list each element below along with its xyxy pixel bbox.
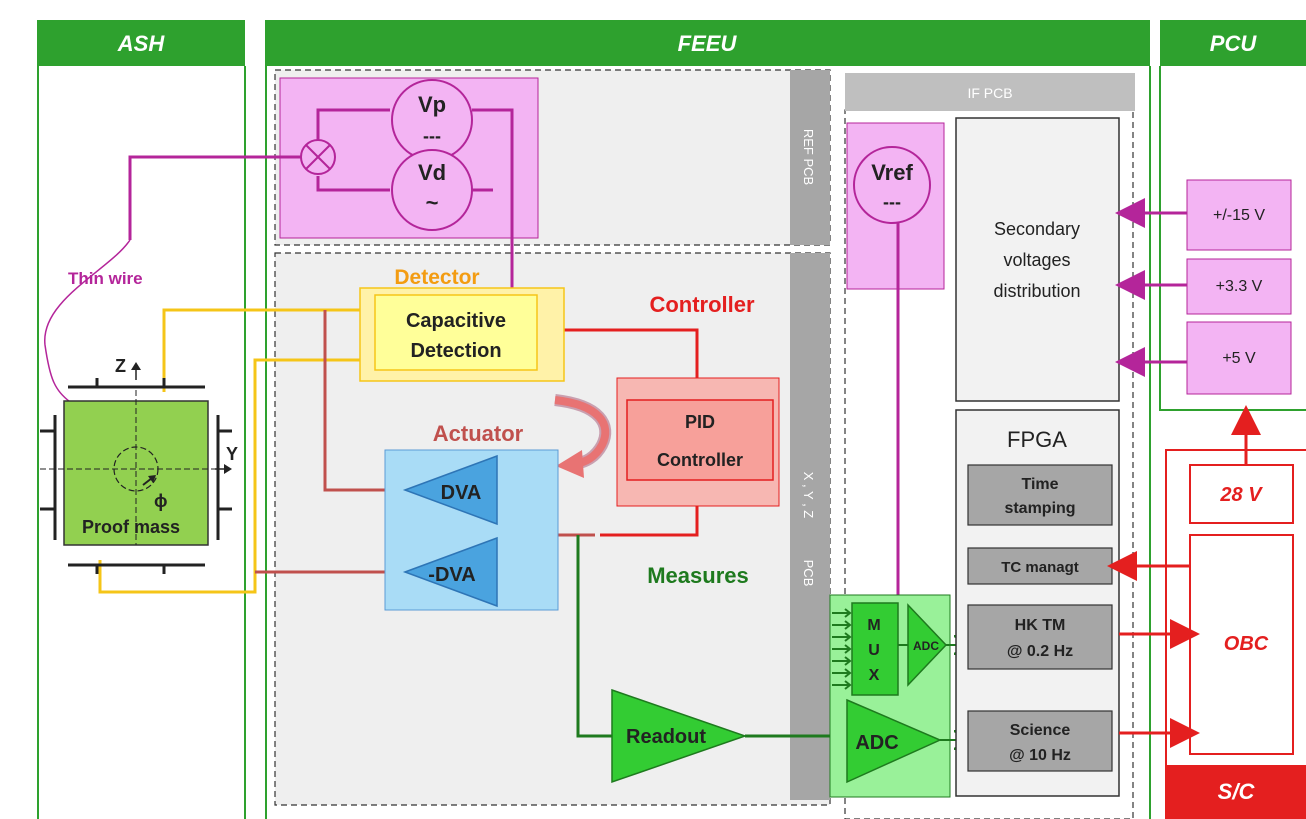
feedback-arrow	[554, 394, 612, 478]
controller-label: Controller	[649, 292, 755, 317]
secondary-line3: distribution	[993, 281, 1080, 301]
adc-small-label: ADC	[913, 639, 939, 653]
adc-mux-area: M U X ADC ADC	[829, 594, 966, 798]
sc-label: S/C	[1218, 779, 1256, 804]
vp-sub-label: ---	[423, 126, 441, 146]
v15-label: +/-15 V	[1213, 207, 1265, 224]
secondary-line2: voltages	[1003, 250, 1070, 270]
time-line1: Time	[1021, 476, 1058, 493]
readout-label: Readout	[626, 726, 706, 748]
dva-label: DVA	[441, 482, 482, 504]
if-pcb-label: IF PCB	[967, 85, 1012, 101]
vp-source: Vp ---	[391, 79, 473, 161]
ash-header: ASH	[117, 31, 166, 56]
controller-block: Controller PID Controller	[616, 292, 780, 507]
pcu-voltage-blocks: +/-15 V +3.3 V +5 V	[1186, 179, 1292, 395]
axis-z-label: Z	[115, 356, 126, 376]
vref-label: Vref	[871, 160, 913, 185]
fpga-label: FPGA	[1007, 427, 1067, 452]
ref-pcb-label: REF PCB	[801, 129, 816, 185]
pcu-header: PCU	[1210, 31, 1258, 56]
feeu-header: FEEU	[678, 31, 738, 56]
mux-u-label: U	[868, 642, 880, 659]
time-line2: stamping	[1004, 500, 1075, 517]
science-line2: @ 10 Hz	[1009, 747, 1071, 764]
vd-label: Vd	[418, 160, 446, 185]
pid-line2: Controller	[657, 450, 743, 470]
science-line1: Science	[1010, 722, 1071, 739]
v33-label: +3.3 V	[1216, 278, 1263, 295]
thin-wire-label: Thin wire	[68, 269, 143, 288]
ref-pcb-region: REF PCB	[274, 69, 831, 246]
tc-label: TC managt	[1001, 559, 1079, 576]
adc-large-label: ADC	[855, 732, 898, 754]
detector-block: Detector Capacitive Detection	[359, 266, 565, 382]
secondary-voltages-block: Secondary voltages distribution	[955, 117, 1120, 402]
axis-phi-label: ϕ	[154, 491, 168, 511]
actuator-block: Actuator DVA -DVA	[384, 421, 559, 611]
proof-mass-label: Proof mass	[82, 517, 180, 537]
vref-source: Vref ---	[853, 146, 931, 224]
neg-dva-label: -DVA	[428, 564, 475, 586]
v5-label: +5 V	[1222, 350, 1256, 367]
actuator-label: Actuator	[433, 421, 524, 446]
detection-wiring	[98, 308, 375, 594]
readout-amplifier: Readout	[611, 688, 748, 784]
detector-label: Detector	[394, 266, 479, 289]
mux-m-label: M	[867, 617, 880, 634]
measures-label: Measures	[647, 563, 749, 588]
axis-y-label: Y	[226, 444, 238, 464]
fpga-block: FPGA Time stamping TC managt HK TM @ 0.2…	[955, 409, 1120, 797]
vp-label: Vp	[418, 92, 446, 117]
v28-label: 28 V	[1219, 484, 1263, 506]
pid-line1: PID	[685, 412, 715, 432]
power-arrows	[1115, 198, 1187, 377]
secondary-line1: Secondary	[994, 219, 1080, 239]
capacitive-line2: Detection	[410, 340, 501, 362]
multiplier-node	[300, 139, 336, 175]
hk-line1: HK TM	[1015, 617, 1066, 634]
xyz-pcb-label: X , Y , Z	[801, 472, 816, 519]
vref-sub-label: ---	[883, 192, 901, 212]
xyz-pcb-suffix: PCB	[801, 560, 816, 587]
ash-column: ASH	[37, 20, 246, 819]
spacecraft-area: S/C 28 V OBC	[1165, 449, 1306, 819]
obc-label: OBC	[1224, 633, 1269, 655]
feeu-column: FEEU	[265, 20, 1151, 819]
mux-x-label: X	[869, 667, 880, 684]
data-arrows	[1107, 405, 1261, 748]
capacitive-line1: Capacitive	[406, 310, 506, 332]
pcu-column: PCU	[1159, 20, 1306, 411]
vd-sub-label: ~	[426, 190, 439, 215]
vd-source: Vd ~	[391, 149, 473, 231]
proof-mass: Z Y ϕ Proof mass	[40, 356, 238, 574]
hk-line2: @ 0.2 Hz	[1007, 643, 1073, 660]
